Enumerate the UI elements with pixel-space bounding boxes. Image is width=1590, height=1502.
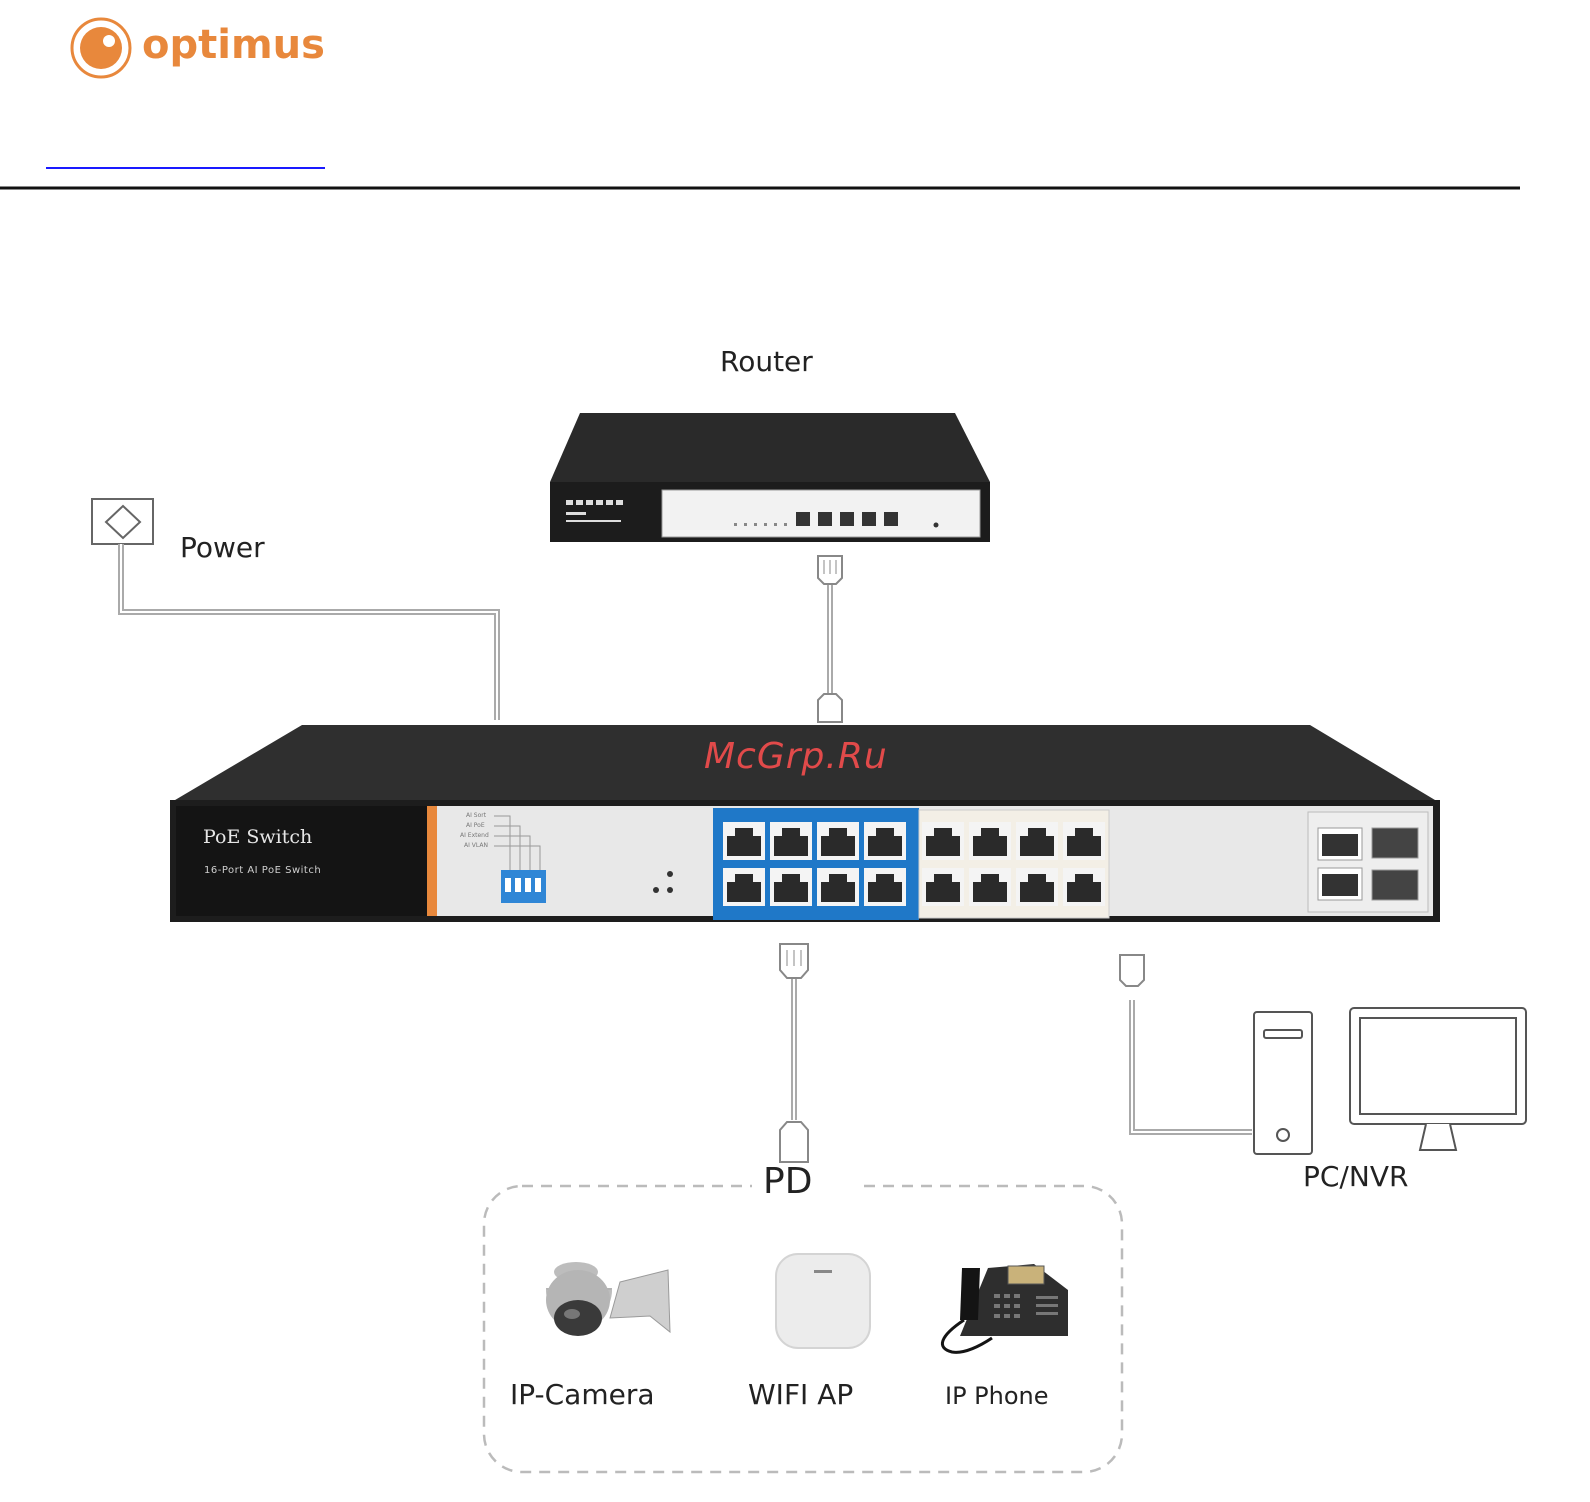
power-outlet-icon bbox=[92, 499, 153, 544]
router-cable bbox=[818, 556, 842, 722]
rj45-port bbox=[817, 822, 859, 860]
rj45-port bbox=[817, 868, 859, 906]
switch-uplink-ports bbox=[1308, 812, 1428, 912]
pc-tower-icon bbox=[1254, 1012, 1312, 1154]
rj45-port bbox=[770, 822, 812, 860]
rj45-port bbox=[922, 822, 964, 860]
wifi-ap-label: WIFI AP bbox=[748, 1378, 853, 1411]
rj45-port bbox=[969, 822, 1011, 860]
dip-label-3: AI Extend bbox=[460, 832, 489, 840]
optimus-logo-icon bbox=[72, 19, 130, 77]
rj45-port bbox=[969, 868, 1011, 906]
wifi-ap-icon bbox=[776, 1254, 870, 1348]
rj45-port bbox=[864, 822, 906, 860]
rj45-port bbox=[723, 822, 765, 860]
dip-label-1: AI Sort bbox=[466, 812, 486, 820]
rj45-port bbox=[1063, 822, 1105, 860]
pc-nvr-label: PC/NVR bbox=[1303, 1160, 1408, 1193]
rj45-port bbox=[1063, 868, 1105, 906]
ip-camera-label: IP-Camera bbox=[510, 1378, 655, 1411]
rj45-port bbox=[723, 868, 765, 906]
rj45-port bbox=[1016, 822, 1058, 860]
ip-phone-icon bbox=[942, 1264, 1068, 1352]
router-label: Router bbox=[720, 345, 813, 378]
rj45-port bbox=[922, 868, 964, 906]
switch-subtitle: 16-Port AI PoE Switch bbox=[204, 865, 321, 876]
power-cable bbox=[121, 544, 497, 720]
rj45-port bbox=[770, 868, 812, 906]
pd-cable bbox=[780, 944, 808, 1162]
rj45-port bbox=[864, 868, 906, 906]
router-device bbox=[550, 413, 990, 542]
optimus-logo-text: optimus bbox=[142, 22, 325, 68]
ip-phone-label: IP Phone bbox=[945, 1382, 1049, 1410]
monitor-icon bbox=[1350, 1008, 1526, 1150]
pd-label: PD bbox=[763, 1161, 812, 1202]
power-label: Power bbox=[180, 531, 265, 564]
dip-label-4: AI VLAN bbox=[464, 842, 488, 850]
switch-title: PoE Switch bbox=[203, 826, 312, 848]
watermark: McGrp.Ru bbox=[704, 736, 888, 777]
dip-label-2: AI PoE bbox=[466, 822, 485, 830]
rj45-port bbox=[1016, 868, 1058, 906]
ip-camera-icon bbox=[546, 1262, 670, 1336]
pc-cable bbox=[1132, 1000, 1252, 1132]
